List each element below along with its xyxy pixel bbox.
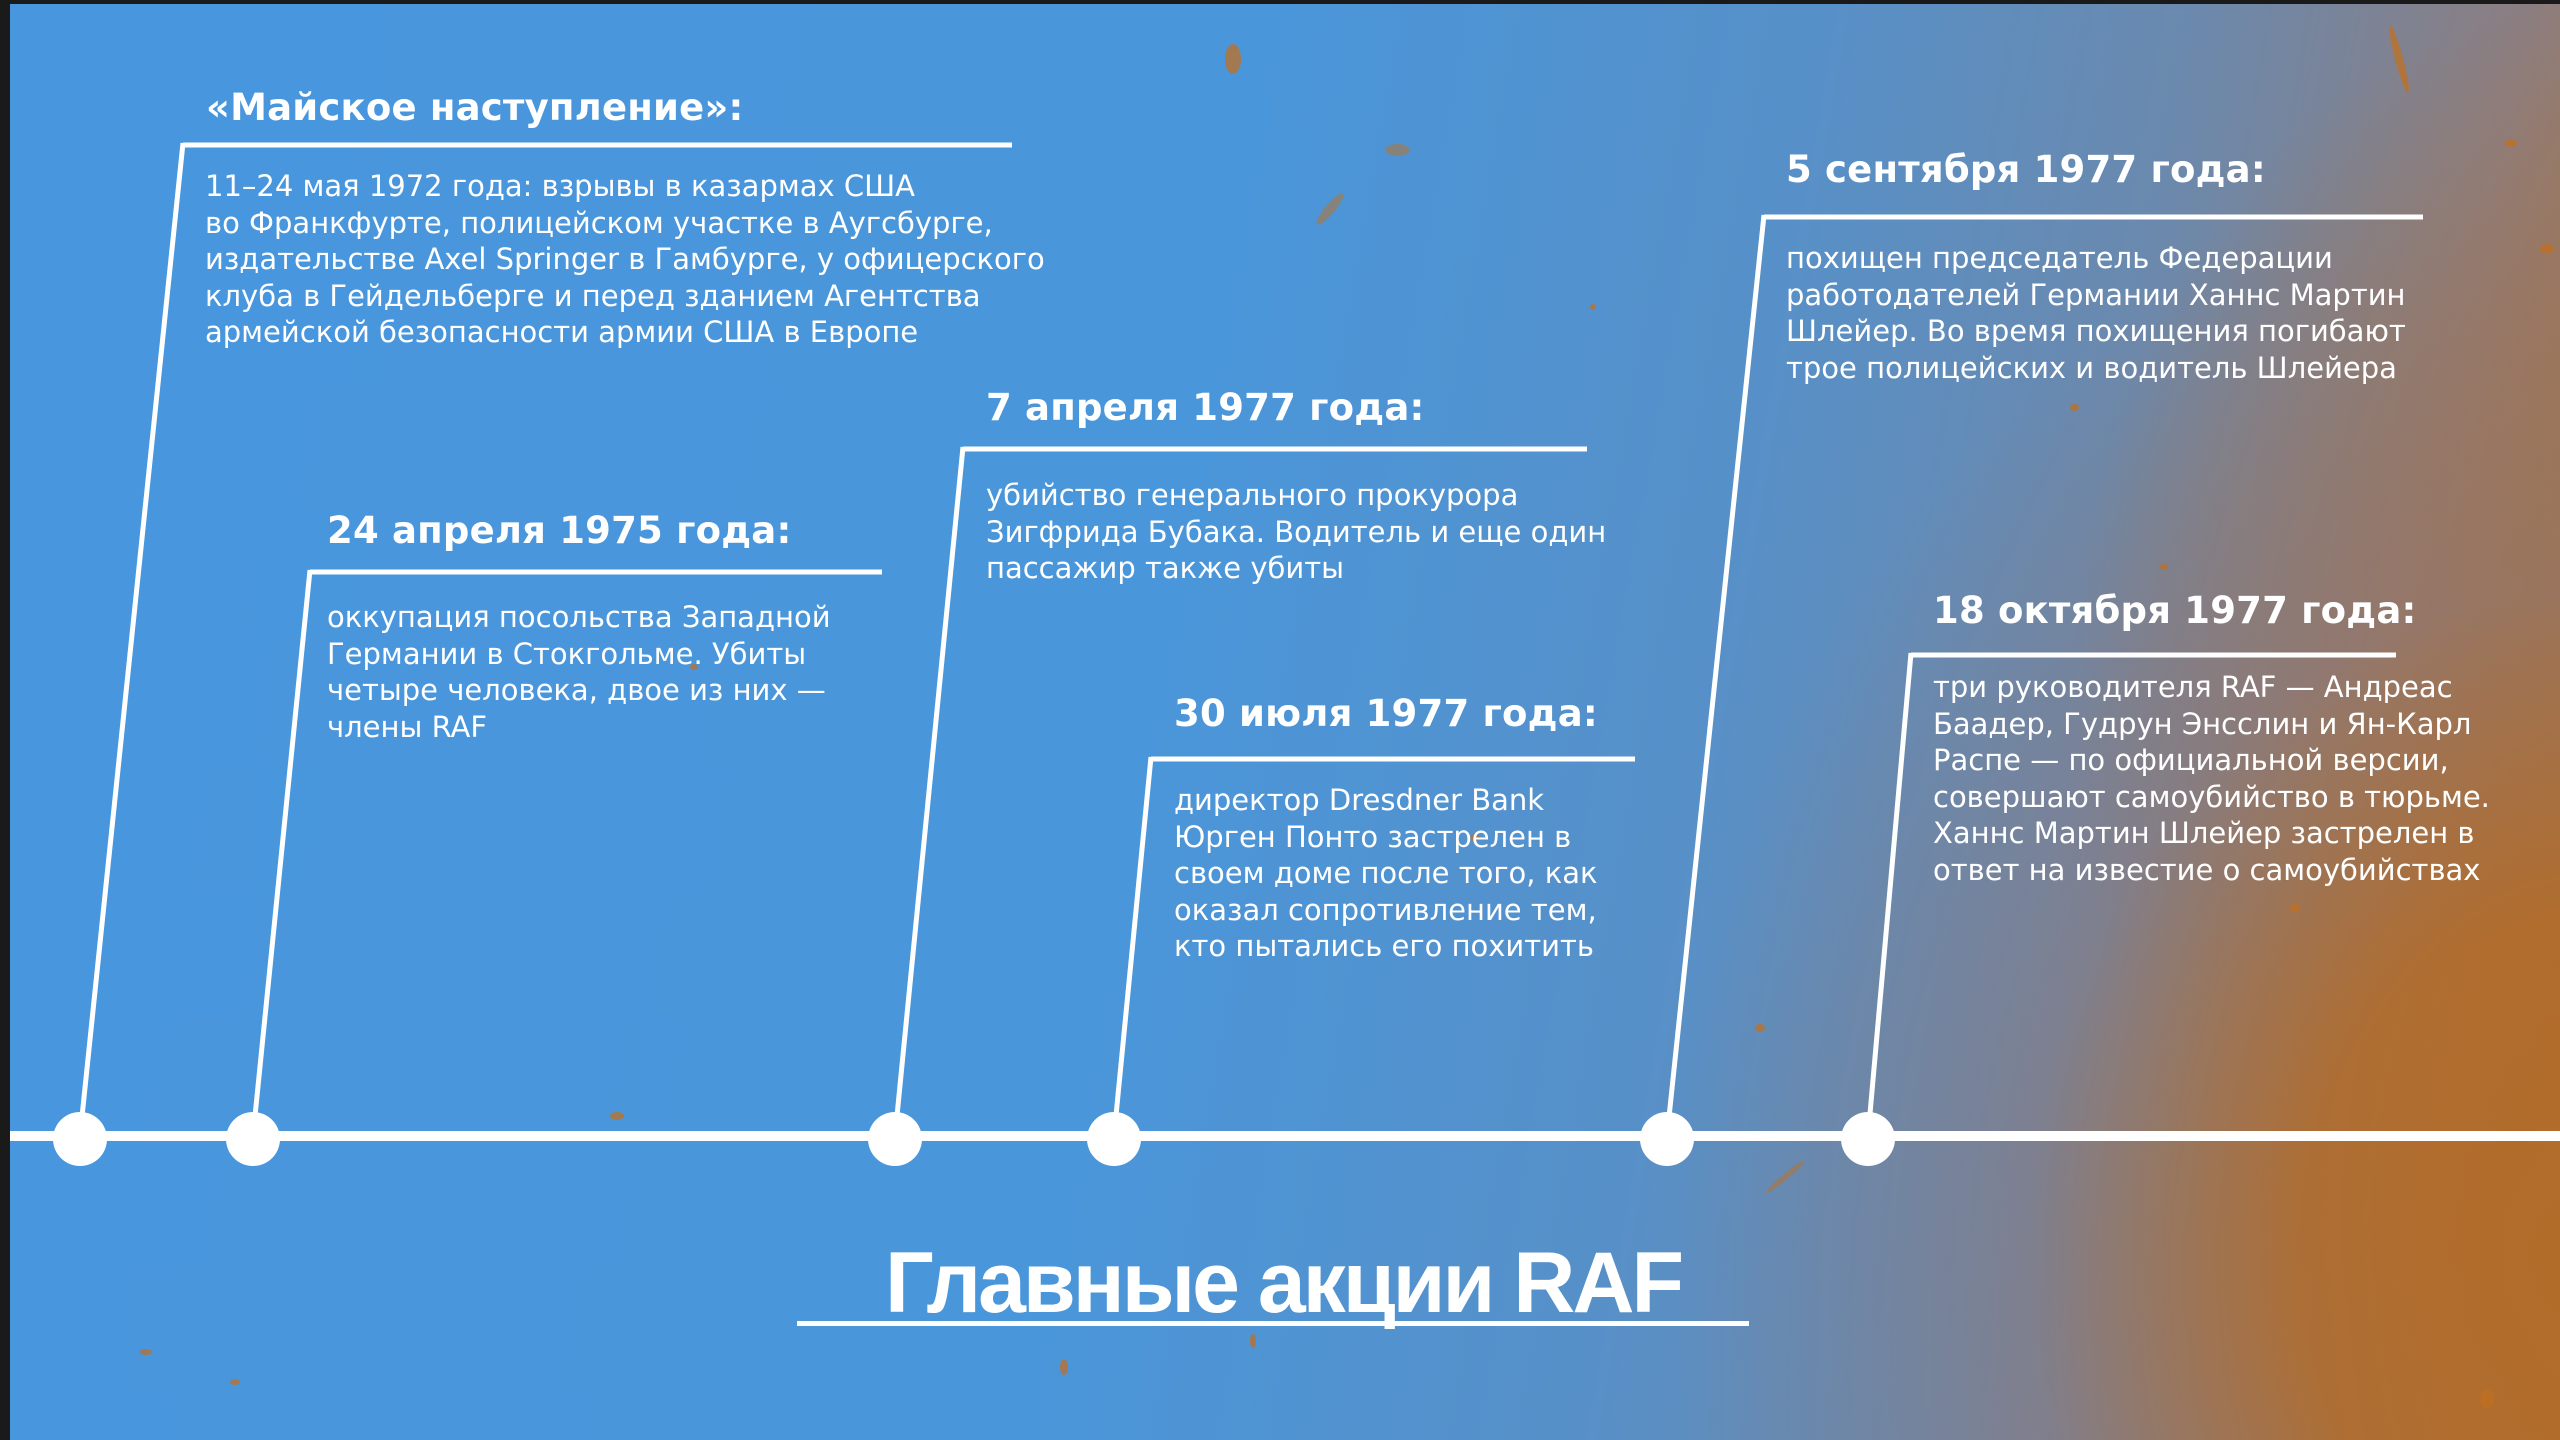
- event-3-connector: [892, 446, 966, 1137]
- timeline-axis: [10, 1131, 2560, 1141]
- slide-title-underline: [797, 1321, 1749, 1326]
- event-5-body: похищен председатель Федерации работодат…: [1786, 241, 2406, 385]
- paint-speck: [230, 1379, 240, 1385]
- paint-speck: [1755, 1024, 1765, 1032]
- paint-speck: [610, 1112, 624, 1120]
- paint-speck: [2386, 24, 2412, 94]
- paint-speck: [140, 1349, 152, 1355]
- timeline-dot-3: [868, 1112, 922, 1166]
- event-2-connector: [250, 569, 313, 1137]
- event-3-body: убийство генерального прокурора Зигфрида…: [986, 478, 1607, 585]
- paint-speck: [1385, 144, 1410, 156]
- paint-speck: [2070, 404, 2079, 411]
- event-6-title: 18 октября 1977 года:: [1933, 589, 2417, 632]
- paint-speck: [690, 664, 698, 670]
- slide-title: Главные акции RAF: [884, 1235, 1684, 1331]
- paint-speck: [2540, 244, 2554, 254]
- event-6-connector: [1865, 652, 1914, 1137]
- event-1-title: «Майское наступление»:: [206, 86, 744, 129]
- timeline-slide: «Майское наступление»: 11–24 мая 1972 го…: [10, 4, 2560, 1440]
- paint-speck: [2480, 1389, 2494, 1409]
- paint-speck: [1313, 190, 1347, 228]
- event-4-body: директор Dresdner Bank Юрген Понто застр…: [1174, 783, 1598, 963]
- event-2-body: оккупация посольства Западной Германии в…: [327, 600, 831, 744]
- event-5-title: 5 сентября 1977 года:: [1786, 148, 2266, 191]
- paint-speck: [1250, 1334, 1256, 1348]
- paint-speck: [1060, 1359, 1068, 1375]
- timeline-dot-1: [53, 1112, 107, 1166]
- paint-speck: [2505, 139, 2517, 147]
- timeline-dot-6: [1841, 1112, 1895, 1166]
- paint-speck: [2290, 904, 2300, 912]
- event-6-body: три руководителя RAF — Андреас Баадер, Г…: [1933, 670, 2490, 887]
- event-5-connector: [1664, 214, 1767, 1137]
- timeline-dot-4: [1087, 1112, 1141, 1166]
- event-4-connector: [1111, 756, 1154, 1137]
- event-4-title: 30 июля 1977 года:: [1174, 692, 1598, 735]
- event-1-body: 11–24 мая 1972 года: взрывы в казармах С…: [205, 169, 1045, 349]
- timeline-dot-5: [1640, 1112, 1694, 1166]
- paint-speck: [1590, 304, 1596, 310]
- timeline-dot-2: [226, 1112, 280, 1166]
- paint-speck: [1763, 1158, 1807, 1196]
- paint-speck: [1225, 44, 1241, 74]
- event-3-title: 7 апреля 1977 года:: [986, 386, 1425, 429]
- paint-speck: [1470, 834, 1480, 841]
- event-2-title: 24 апреля 1975 года:: [327, 509, 792, 552]
- event-1-connector: [77, 142, 186, 1137]
- paint-speck: [2160, 564, 2168, 570]
